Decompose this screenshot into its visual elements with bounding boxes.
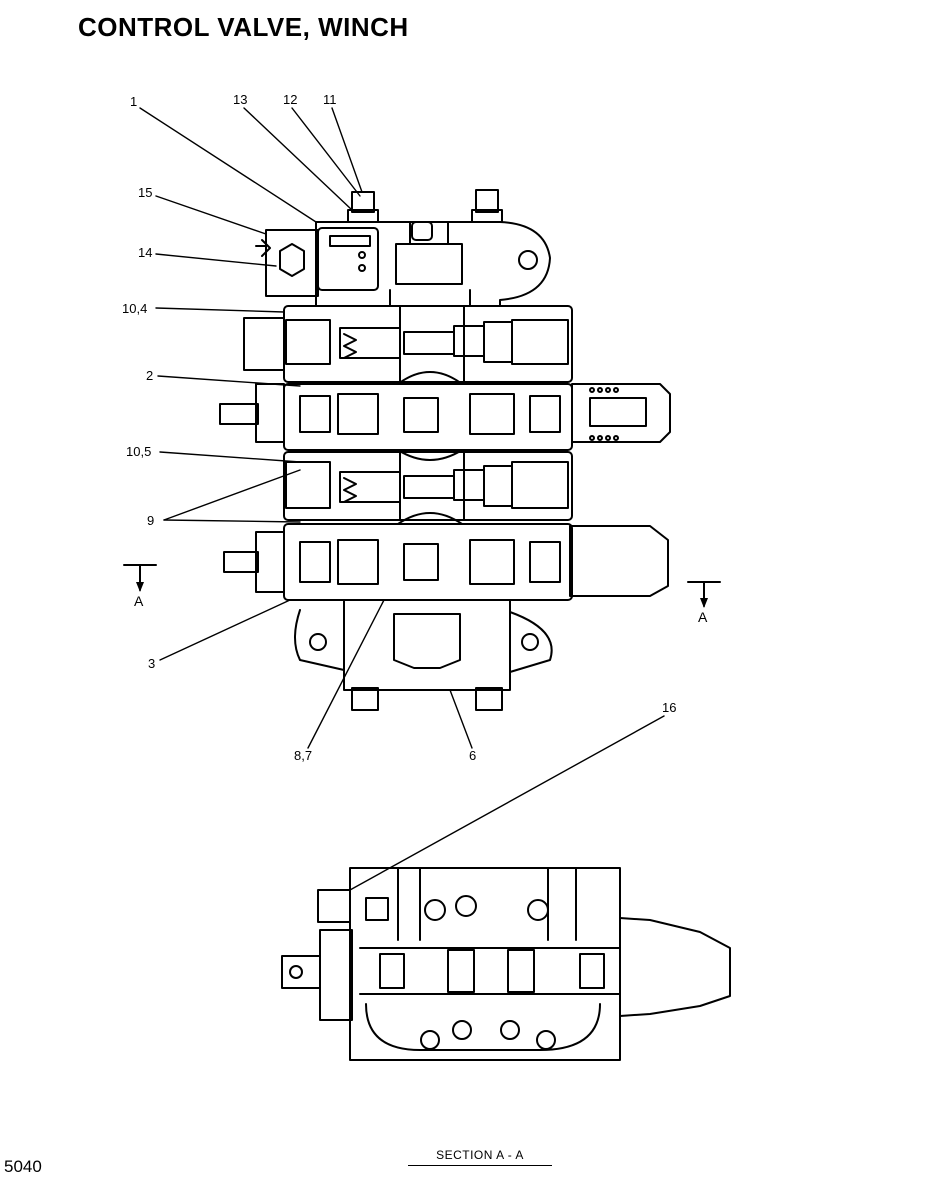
valve-section-3 xyxy=(224,513,668,600)
relief-valve-cap xyxy=(256,230,318,296)
callout-12: 12 xyxy=(283,92,297,107)
callout-10-4: 10,4 xyxy=(122,301,147,316)
valve-section-upper xyxy=(244,306,572,382)
callout-15: 15 xyxy=(138,185,152,200)
callout-2: 2 xyxy=(146,368,153,383)
top-bolts xyxy=(348,190,502,222)
valve-section-lower-spring xyxy=(284,452,572,520)
section-marker-label-left: A xyxy=(134,593,144,609)
section-caption: SECTION A - A xyxy=(408,1148,552,1166)
top-cover-casting xyxy=(316,222,550,306)
page-number: 5040 xyxy=(4,1157,42,1177)
section-a-a-view xyxy=(282,868,730,1060)
callout-1: 1 xyxy=(130,94,137,109)
bottom-casting xyxy=(295,600,552,710)
callout-6: 6 xyxy=(469,748,476,763)
section-marker-label-right: A xyxy=(698,609,708,625)
callout-8-7: 8,7 xyxy=(294,748,312,763)
callout-16: 16 xyxy=(662,700,676,715)
callout-9: 9 xyxy=(147,513,154,528)
section-arrow-left xyxy=(136,582,144,592)
callout-3: 3 xyxy=(148,656,155,671)
section-arrow-right xyxy=(700,598,708,608)
leader-lines xyxy=(140,108,664,890)
callout-11: 11 xyxy=(323,92,337,107)
callout-14: 14 xyxy=(138,245,152,260)
callout-13: 13 xyxy=(233,92,247,107)
callout-10-5: 10,5 xyxy=(126,444,151,459)
